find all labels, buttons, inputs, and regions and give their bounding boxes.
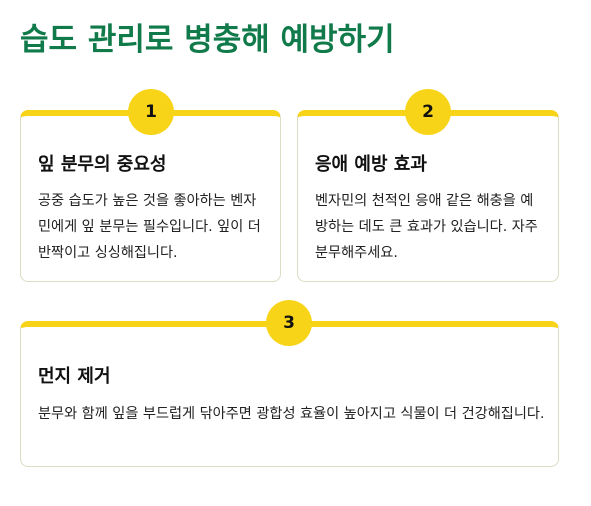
tip-card-dust-removal: 3 먼지 제거 분무와 함께 잎을 부드럽게 닦아주면 광합성 효율이 높아지고… [20, 300, 559, 467]
tip-card-leaf-misting: 1 잎 분무의 중요성 공중 습도가 높은 것을 좋아하는 벤자민에게 잎 분무… [20, 89, 281, 282]
card-title: 잎 분무의 중요성 [38, 154, 167, 175]
tip-card-mite-prevention: 2 응애 예방 효과 벤자민의 천적인 응애 같은 해충을 예방하는 데도 큰 … [297, 89, 559, 282]
step-number-badge: 2 [405, 89, 451, 135]
step-number-badge: 1 [128, 89, 174, 135]
card-description: 벤자민의 천적인 응애 같은 해충을 예방하는 데도 큰 효과가 있습니다. 자… [315, 193, 538, 261]
card-title: 응애 예방 효과 [315, 154, 427, 175]
card-description: 공중 습도가 높은 것을 좋아하는 벤자민에게 잎 분무는 필수입니다. 잎이 … [38, 193, 261, 261]
card-title: 먼지 제거 [38, 366, 111, 387]
step-number-badge: 3 [266, 300, 312, 346]
card-description: 분무와 함께 잎을 부드럽게 닦아주면 광합성 효율이 높아지고 식물이 더 건… [38, 406, 545, 422]
page-title: 습도 관리로 병충해 예방하기 [20, 22, 395, 58]
